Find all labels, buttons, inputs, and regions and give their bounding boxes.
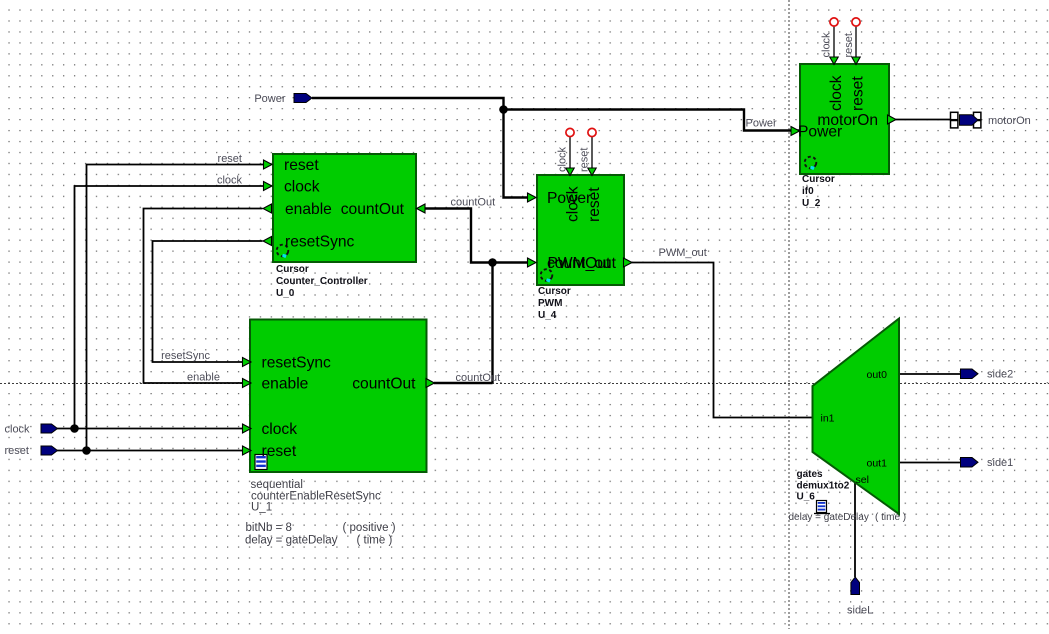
- svg-text:resetSync: resetSync: [285, 234, 355, 251]
- svg-text:out1: out1: [867, 458, 888, 470]
- svg-text:U_4: U_4: [538, 310, 557, 321]
- svg-text:Power: Power: [547, 190, 591, 207]
- svg-text:U_0: U_0: [276, 288, 295, 299]
- svg-text:delay = gateDelay: delay = gateDelay: [245, 535, 338, 547]
- svg-text:Counter_Controller: Counter_Controller: [276, 276, 368, 287]
- svg-text:Cursor: Cursor: [802, 174, 835, 185]
- svg-text:enable: enable: [262, 376, 309, 393]
- svg-text:sequential: sequential: [251, 479, 303, 491]
- svg-text:clock: clock: [262, 421, 298, 438]
- svg-text:( time ): ( time ): [875, 512, 906, 523]
- svg-text:Cursor: Cursor: [276, 264, 309, 275]
- svg-text:sel: sel: [856, 474, 869, 486]
- svg-text:Power: Power: [798, 124, 842, 141]
- svg-text:clock: clock: [217, 175, 243, 187]
- svg-text:clock: clock: [828, 75, 845, 111]
- svg-text:in1: in1: [821, 413, 835, 425]
- svg-text:countOut: countOut: [352, 376, 416, 393]
- svg-text:resetSync: resetSync: [161, 350, 210, 362]
- svg-text:clock: clock: [821, 32, 833, 58]
- svg-text:( time ): ( time ): [357, 535, 393, 547]
- svg-text:motorOn: motorOn: [817, 112, 878, 129]
- svg-text:countOut: countOut: [451, 197, 496, 209]
- svg-text:clock: clock: [557, 146, 569, 172]
- svg-text:side2: side2: [987, 369, 1013, 381]
- svg-text:reset: reset: [850, 76, 867, 111]
- svg-text:side1: side1: [987, 457, 1013, 469]
- svg-text:Power: Power: [254, 93, 286, 105]
- svg-text:enable: enable: [285, 201, 332, 218]
- svg-text:bitNb = 8: bitNb = 8: [246, 522, 292, 534]
- svg-text:reset: reset: [262, 443, 297, 460]
- svg-text:PWM: PWM: [538, 298, 562, 309]
- svg-text:clock: clock: [284, 179, 320, 196]
- svg-text:clock: clock: [5, 424, 31, 436]
- svg-text:countOut: countOut: [547, 255, 611, 272]
- svg-text:out0: out0: [867, 369, 888, 381]
- svg-text:reset: reset: [5, 445, 29, 457]
- svg-text:reset: reset: [579, 148, 591, 172]
- svg-text:Cursor: Cursor: [538, 286, 571, 297]
- svg-text:delay = gateDelay: delay = gateDelay: [789, 512, 869, 523]
- svg-text:PWM_out: PWM_out: [548, 255, 617, 272]
- svg-text:( positive ): ( positive ): [343, 522, 396, 534]
- svg-text:sideL: sideL: [847, 605, 873, 617]
- svg-text:U_2: U_2: [802, 198, 821, 209]
- svg-text:U_1: U_1: [251, 502, 272, 514]
- svg-text:PWM_out: PWM_out: [659, 247, 707, 259]
- svg-text:resetSync: resetSync: [262, 355, 332, 372]
- svg-text:reset: reset: [284, 157, 319, 174]
- svg-text:gates: gates: [797, 469, 824, 480]
- svg-text:demux1to2: demux1to2: [797, 481, 850, 492]
- svg-text:countOut: countOut: [341, 201, 405, 218]
- svg-text:countOut: countOut: [456, 372, 501, 384]
- svg-text:reset: reset: [843, 33, 855, 57]
- svg-text:motorOn: motorOn: [988, 115, 1031, 127]
- svg-text:clock: clock: [565, 186, 582, 222]
- svg-text:counterEnableResetSync: counterEnableResetSync: [251, 491, 381, 503]
- svg-text:Power: Power: [746, 118, 778, 130]
- svg-text:enable: enable: [187, 372, 220, 384]
- svg-text:reset: reset: [218, 153, 242, 165]
- svg-text:reset: reset: [586, 187, 603, 222]
- svg-text:if0: if0: [802, 186, 814, 197]
- svg-text:U_6: U_6: [797, 492, 816, 503]
